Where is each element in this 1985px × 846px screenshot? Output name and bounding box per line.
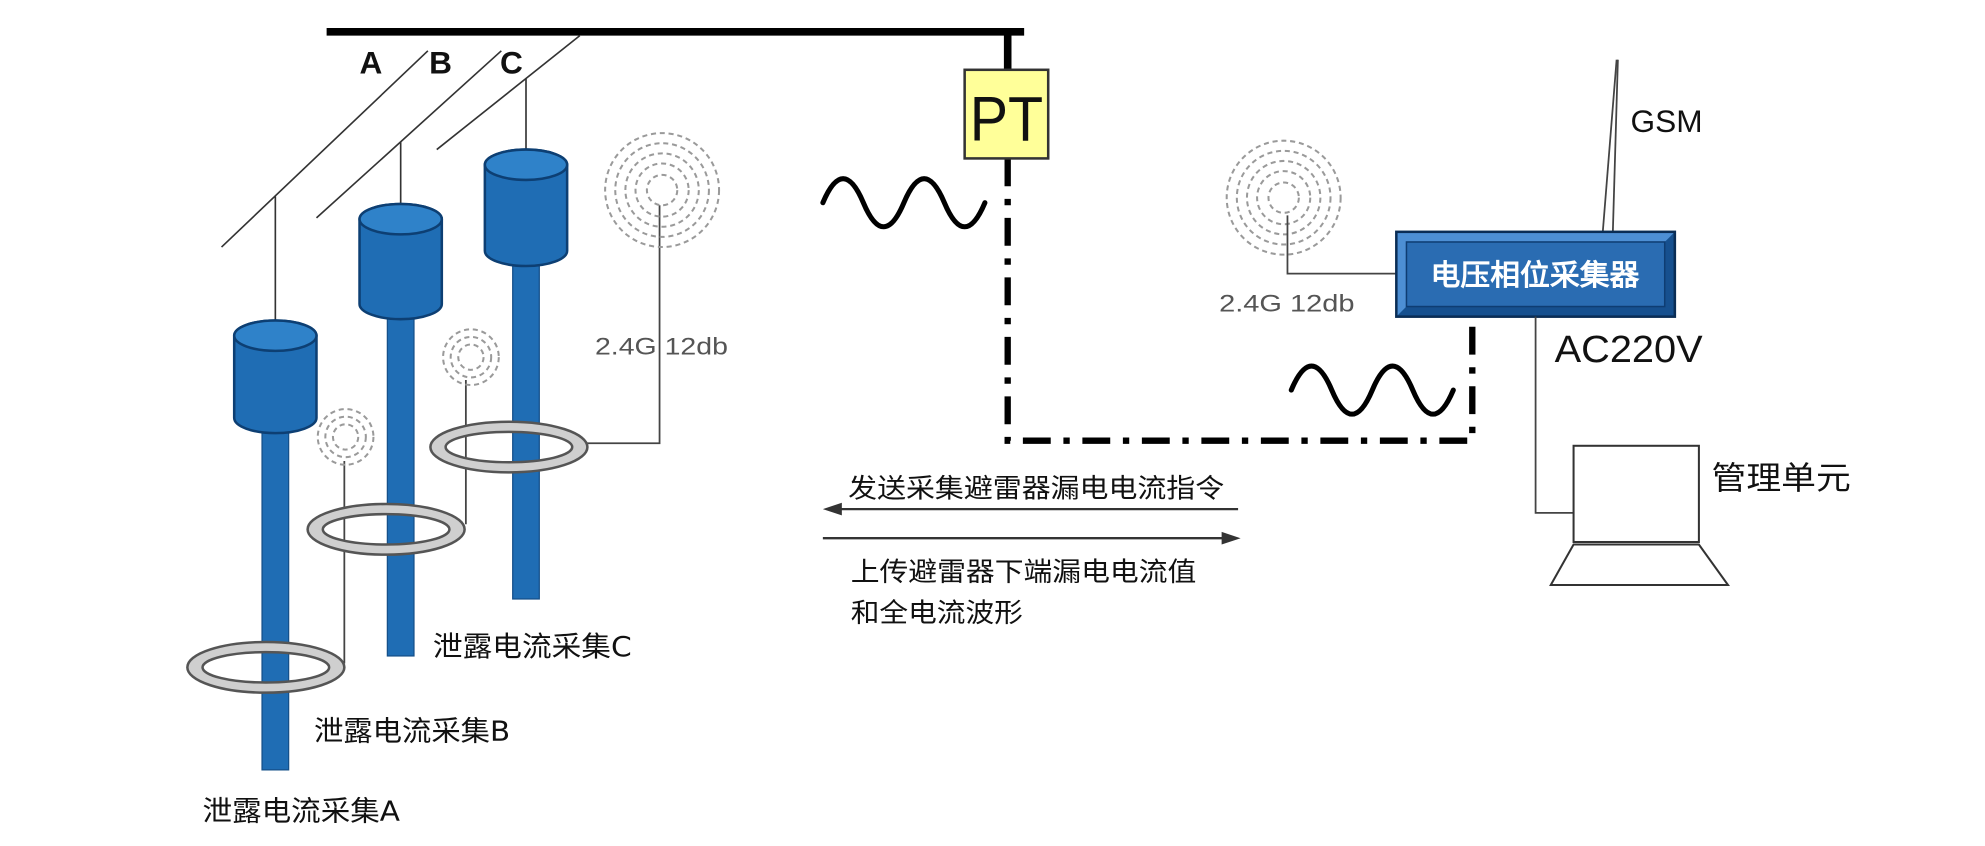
arrester-b-rod <box>386 310 415 657</box>
arrester-a <box>232 319 318 771</box>
collector-to-management-link <box>1534 316 1574 514</box>
arrester-b-top <box>358 202 444 236</box>
arrester-c <box>483 148 569 600</box>
power-supply-label: AC220V <box>1555 329 1704 371</box>
signal-ring <box>442 328 500 387</box>
busbar-group: A B C <box>220 28 1025 322</box>
wireless-signal-icon <box>316 408 375 466</box>
management-unit-label: 管理单元 <box>1712 461 1851 497</box>
arrester-a-top <box>232 319 318 353</box>
arrester-c-top <box>483 148 569 182</box>
sensor-signal-wires <box>343 205 661 664</box>
collector-label: 电压相位采集器 <box>1431 258 1641 292</box>
signal-ring <box>316 408 375 466</box>
signal-ring <box>457 343 485 371</box>
pt-label: PT <box>970 85 1043 155</box>
phase-line-a <box>220 50 429 248</box>
pt-signal-line <box>1004 158 1476 444</box>
phase-label-b: B <box>429 45 452 81</box>
gsm-antenna-rod <box>1611 59 1619 234</box>
wireless-signal-icon <box>442 328 500 387</box>
phase-line-c <box>436 34 581 151</box>
collector-antenna-label: 2.4G 12db <box>1219 291 1354 318</box>
phase-line-b <box>315 50 502 219</box>
signal-ring <box>1256 170 1312 226</box>
signal-ring <box>1267 181 1300 214</box>
uplink-arrow-head <box>1221 531 1241 545</box>
phase-label-c: C <box>500 45 523 81</box>
gsm-antenna-rod <box>1601 59 1618 234</box>
signal-ring <box>634 162 690 218</box>
laptop-screen <box>1572 444 1700 544</box>
collector-antenna-wire <box>1286 215 1397 275</box>
arrester-a-rod <box>261 422 290 771</box>
downlink-message-label: 发送采集避雷器漏电电流指令 <box>848 474 1224 505</box>
signal-ring <box>449 335 493 379</box>
signal-ring <box>645 173 679 207</box>
laptop-icon <box>1549 444 1730 587</box>
wireless-signal-icon <box>604 132 721 249</box>
leakage-collector-c-label: 泄露电流采集C <box>433 630 632 663</box>
ct-ring-b <box>306 502 466 556</box>
leakage-collector-b-label: 泄露电流采集B <box>314 715 510 748</box>
gsm-antenna-icon <box>1601 59 1619 234</box>
arrester-b <box>358 202 444 657</box>
signal-ring <box>1225 139 1342 256</box>
laptop-base <box>1549 543 1730 587</box>
phase-label-a: A <box>360 45 383 81</box>
gsm-label: GSM <box>1631 103 1703 139</box>
signal-ring <box>1245 159 1322 236</box>
uplink-message-line1: 上传避雷器下端漏电电流值 <box>851 557 1197 588</box>
ct-ring-c <box>429 420 589 474</box>
downlink-arrow-head <box>822 502 842 516</box>
sensor-c-antenna-wire <box>587 205 661 445</box>
collector-face <box>1405 241 1666 308</box>
sine-wave-icon <box>1288 363 1456 417</box>
arrow-left-icon <box>822 502 1239 516</box>
signal-ring <box>331 423 360 451</box>
signal-ring <box>1235 149 1332 246</box>
sine-wave-icon <box>820 176 988 230</box>
pt-box <box>963 68 1050 160</box>
arrow-right-icon <box>822 531 1241 545</box>
signal-ring <box>604 132 721 249</box>
signal-ring <box>324 415 367 459</box>
signal-ring <box>614 142 710 238</box>
voltage-phase-collector: 电压相位采集器 <box>1395 230 1677 318</box>
leakage-collector-a-label: 泄露电流采集A <box>203 795 400 828</box>
wireless-signal-icon <box>1225 139 1342 256</box>
signal-ring <box>624 152 700 228</box>
sensor-antenna-label: 2.4G 12db <box>595 334 728 361</box>
ct-ring-a <box>186 640 346 694</box>
uplink-message-line2: 和全电流波形 <box>851 598 1023 629</box>
